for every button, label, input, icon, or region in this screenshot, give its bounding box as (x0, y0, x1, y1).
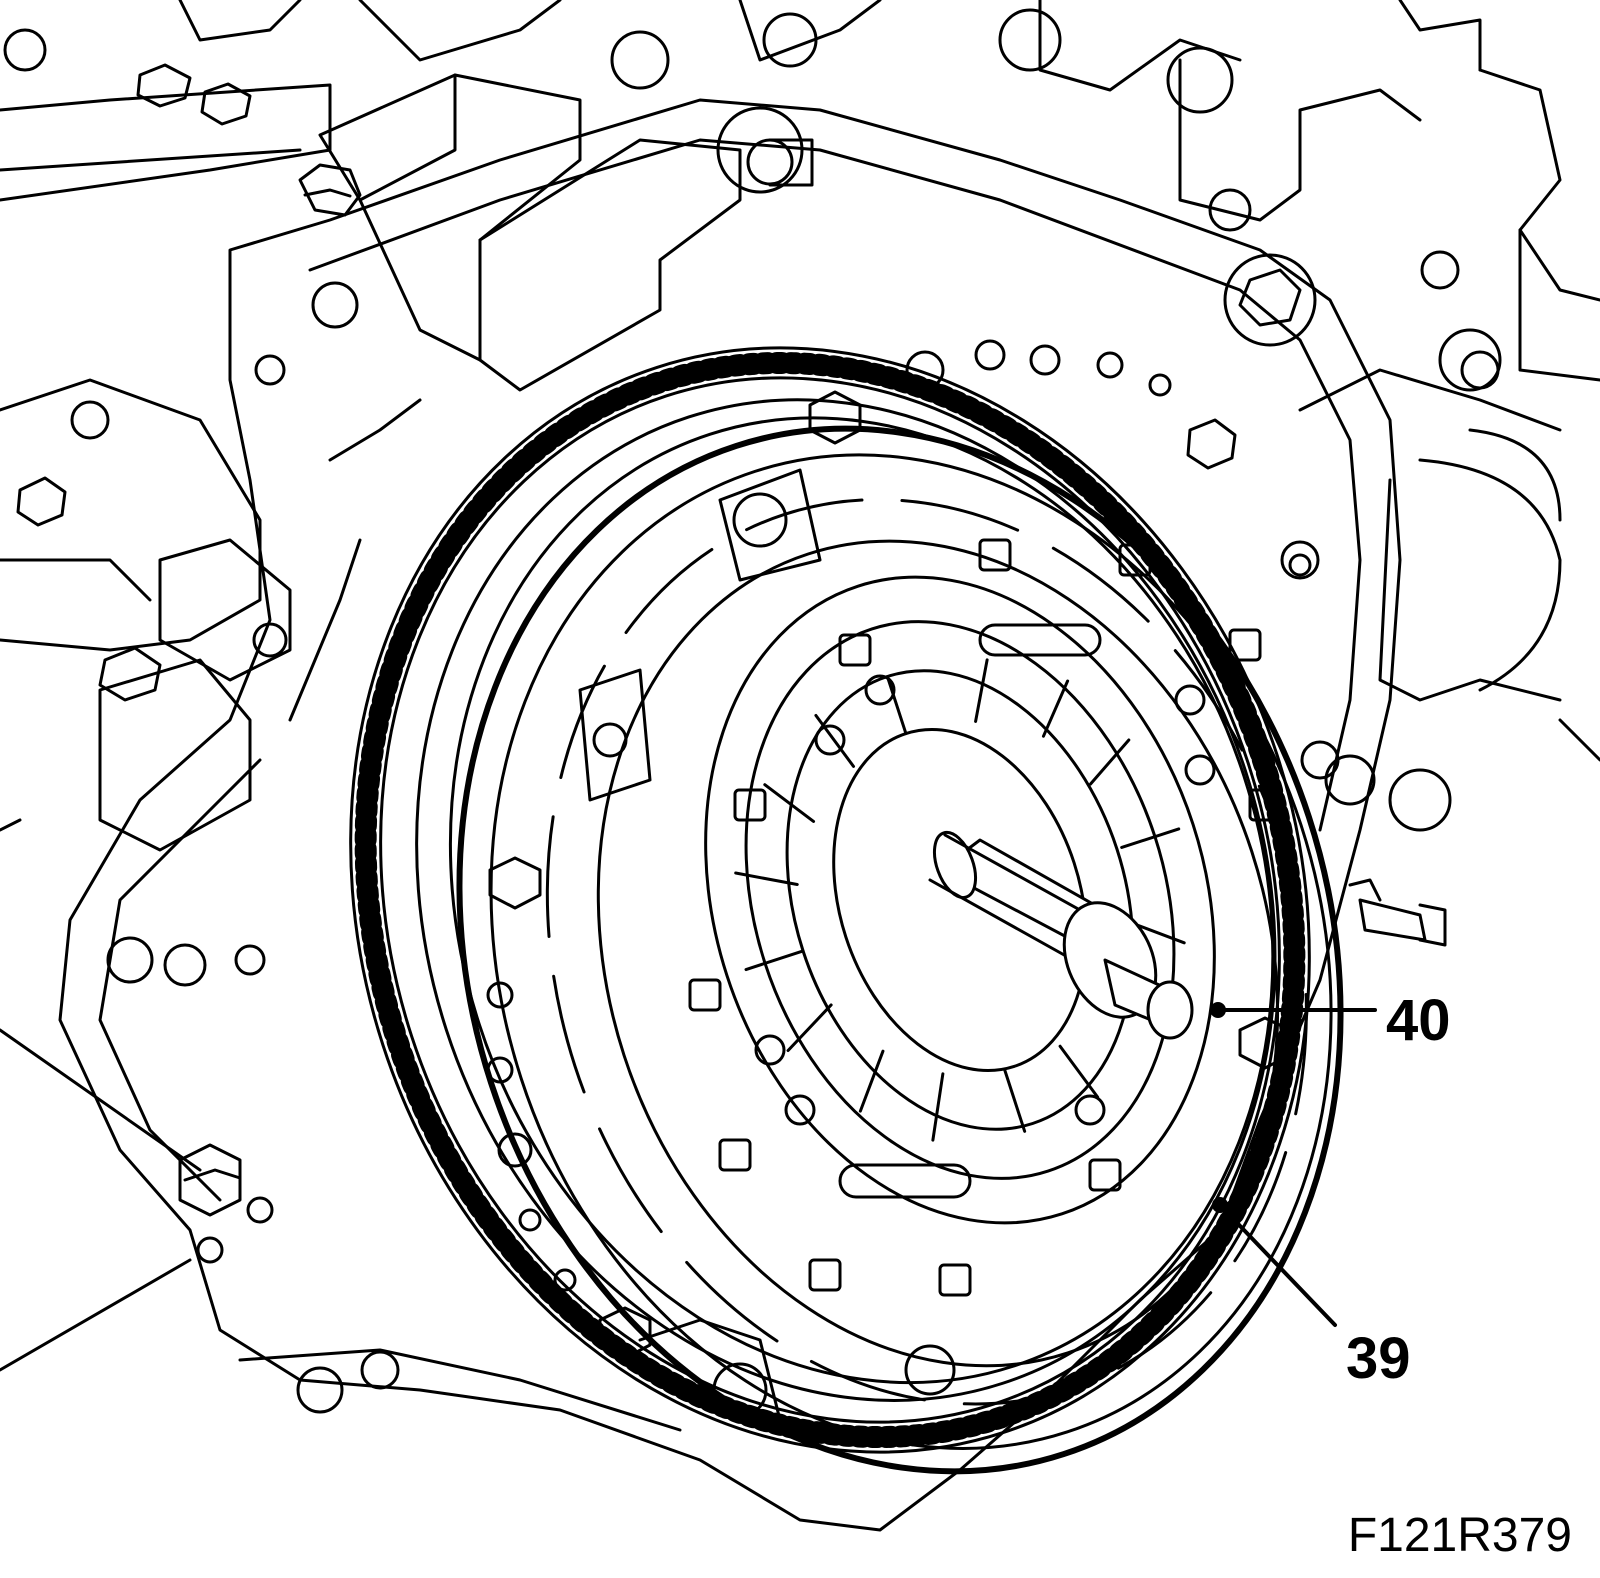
engine-bracket (98, 73, 742, 852)
callout-leaders (1210, 1002, 1377, 1327)
flywheel (349, 346, 1311, 1454)
pressure-plate-holes (486, 339, 1172, 1292)
diaphragm-slots (688, 538, 1282, 1297)
callout-label-39: 39 (1346, 1326, 1411, 1391)
adapter-bolts (16, 63, 1447, 1217)
callout-label-40: 40 (1386, 988, 1451, 1053)
engine-block-outline (0, 0, 1600, 1372)
centering-tool (928, 830, 1194, 1040)
figure-id-label: F121R379 (1347, 1509, 1572, 1562)
pressure-plate-bolts (488, 390, 1340, 1422)
adapter-plate (58, 98, 1402, 1532)
adapter-plate-holes (3, 8, 1502, 1414)
